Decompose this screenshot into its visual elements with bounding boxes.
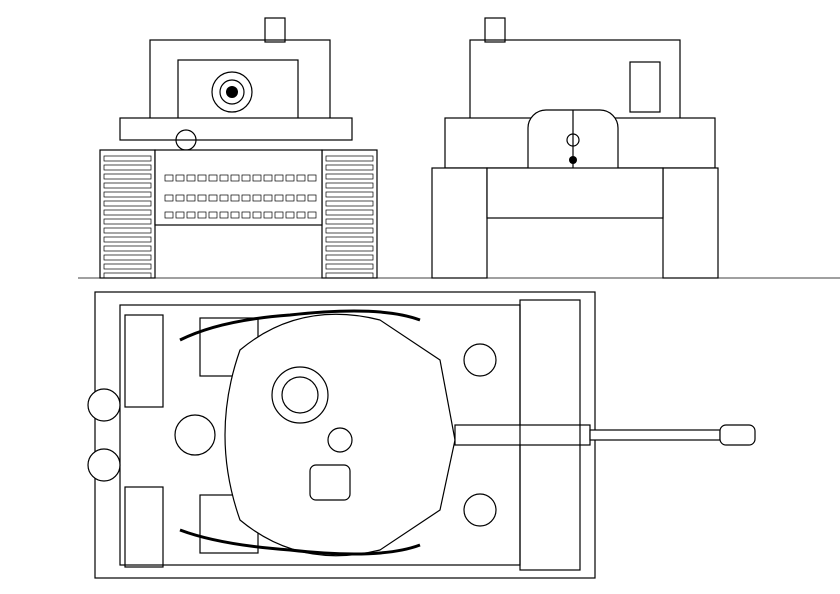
rear-left-track: [431, 167, 488, 279]
track-link: [164, 174, 174, 182]
left-grille-rear: [124, 486, 164, 568]
track-link: [103, 263, 152, 270]
track-link: [274, 211, 284, 219]
track-link: [103, 209, 152, 216]
track-link: [175, 174, 185, 182]
turret-top: [224, 313, 456, 557]
track-link: [325, 191, 374, 198]
track-link: [230, 211, 240, 219]
front-view: [99, 17, 715, 279]
gun-barrel: [589, 429, 721, 441]
track-link: [252, 211, 262, 219]
track-link: [103, 245, 152, 252]
track-link: [241, 174, 251, 182]
track-link: [325, 236, 374, 243]
front-hull-top: [119, 117, 353, 141]
track-link: [307, 174, 317, 182]
track-link: [103, 227, 152, 234]
track-link: [175, 194, 185, 202]
track-link: [263, 194, 273, 202]
track-link: [307, 194, 317, 202]
track-link: [325, 164, 374, 171]
track-link: [285, 211, 295, 219]
track-link: [208, 211, 218, 219]
track-link: [103, 218, 152, 225]
right-track: [321, 149, 378, 279]
track-link: [325, 272, 374, 279]
gun-barrel-base: [454, 424, 591, 446]
track-link: [103, 272, 152, 279]
track-link: [296, 211, 306, 219]
track-link: [186, 211, 196, 219]
rear-turret: [469, 39, 681, 121]
track-link: [208, 194, 218, 202]
track-link: [103, 191, 152, 198]
track-link: [325, 227, 374, 234]
track-link: [186, 194, 196, 202]
track-link: [103, 182, 152, 189]
track-link: [103, 164, 152, 171]
track-link: [325, 254, 374, 261]
track-link: [241, 194, 251, 202]
track-link: [296, 174, 306, 182]
muzzle-brake: [719, 424, 756, 446]
track-link: [285, 174, 295, 182]
track-link: [307, 211, 317, 219]
track-link: [197, 211, 207, 219]
track-link: [219, 211, 229, 219]
track-link: [230, 174, 240, 182]
left-track: [99, 149, 156, 279]
track-link: [285, 194, 295, 202]
track-link: [325, 173, 374, 180]
track-link: [175, 211, 185, 219]
track-link: [164, 194, 174, 202]
track-link: [197, 194, 207, 202]
loader-hatch: [309, 464, 351, 501]
track-link: [219, 194, 229, 202]
track-link: [325, 245, 374, 252]
track-link: [325, 200, 374, 207]
track-link: [219, 174, 229, 182]
top-view: [87, 291, 756, 579]
track-link: [274, 194, 284, 202]
track-link: [252, 174, 262, 182]
left-grille-front: [124, 314, 164, 408]
track-link: [252, 194, 262, 202]
track-link: [325, 263, 374, 270]
track-link: [197, 174, 207, 182]
commander-cupola: [271, 366, 329, 424]
track-link: [103, 155, 152, 162]
track-link: [103, 236, 152, 243]
track-link: [103, 254, 152, 261]
track-link: [103, 173, 152, 180]
rear-view: [431, 17, 719, 279]
rear-right-track: [662, 167, 719, 279]
track-link: [103, 200, 152, 207]
track-link: [208, 174, 218, 182]
track-link: [241, 211, 251, 219]
track-link: [263, 174, 273, 182]
track-link: [274, 174, 284, 182]
track-link: [325, 218, 374, 225]
track-link: [263, 211, 273, 219]
track-link: [325, 182, 374, 189]
track-link: [230, 194, 240, 202]
track-link: [325, 155, 374, 162]
track-link: [164, 211, 174, 219]
track-link: [325, 209, 374, 216]
track-link: [296, 194, 306, 202]
track-link: [186, 174, 196, 182]
